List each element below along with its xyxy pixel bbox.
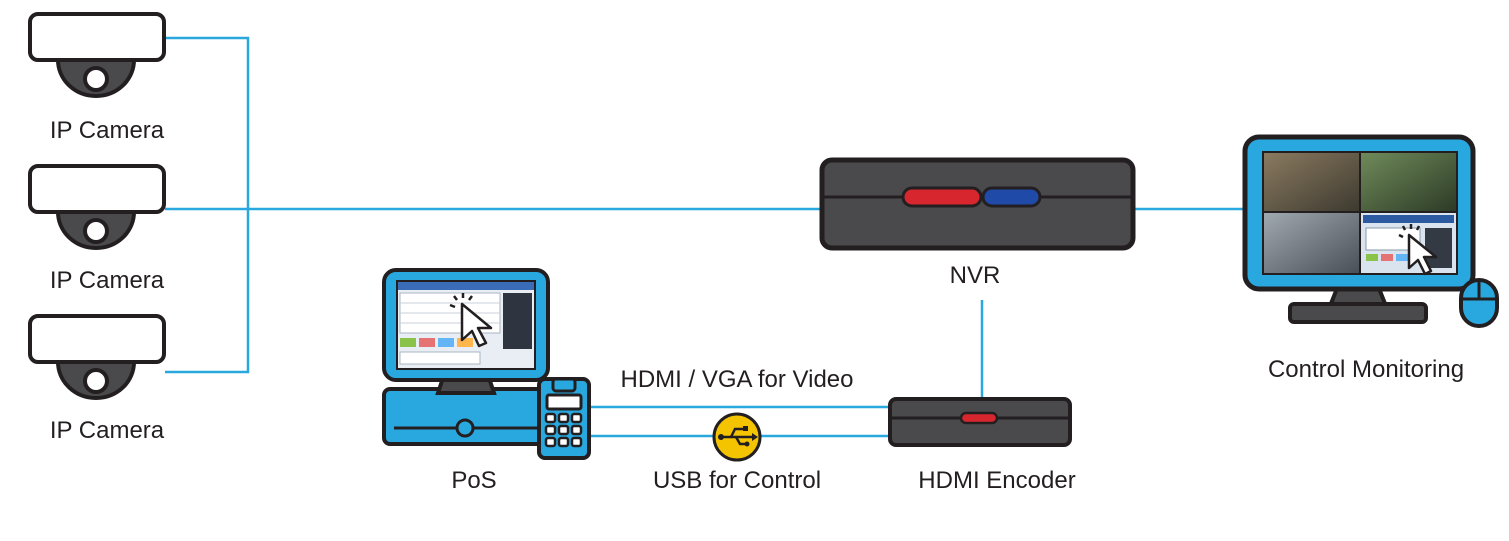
- pos-terminal-icon: [382, 268, 591, 460]
- dome-camera-icon: [28, 314, 166, 400]
- usb-badge: [712, 412, 762, 462]
- usb-icon: [712, 412, 762, 462]
- hdmi-link-label: HDMI / VGA for Video: [621, 366, 854, 393]
- hdmi-encoder-label: HDMI Encoder: [918, 467, 1075, 494]
- ip-camera-3-label: IP Camera: [50, 417, 165, 444]
- nvr-box-icon: [819, 157, 1136, 251]
- dome-camera-icon: [28, 164, 166, 250]
- pos-label: PoS: [451, 467, 496, 494]
- ip-camera-3: IP Camera: [28, 314, 166, 444]
- usb-link-label: USB for Control: [653, 467, 821, 494]
- control-monitoring: Control Monitoring: [1242, 134, 1499, 383]
- ip-camera-1-label: IP Camera: [50, 117, 165, 144]
- ip-camera-2: IP Camera: [28, 164, 166, 294]
- dome-camera-icon: [28, 12, 166, 98]
- nvr-label: NVR: [950, 262, 1001, 289]
- ip-camera-2-label: IP Camera: [50, 267, 165, 294]
- mouse-icon: [1459, 278, 1499, 328]
- control-monitoring-label: Control Monitoring: [1268, 356, 1464, 383]
- hdmi-encoder: HDMI Encoder: [888, 397, 1076, 494]
- ip-camera-1: IP Camera: [28, 12, 166, 144]
- hdmi-encoder-icon: [888, 397, 1072, 447]
- pos-terminal: PoS: [382, 268, 591, 494]
- monitor-icon: [1242, 134, 1476, 324]
- nvr-device: NVR: [819, 157, 1136, 289]
- camera-bus-line: [165, 36, 250, 374]
